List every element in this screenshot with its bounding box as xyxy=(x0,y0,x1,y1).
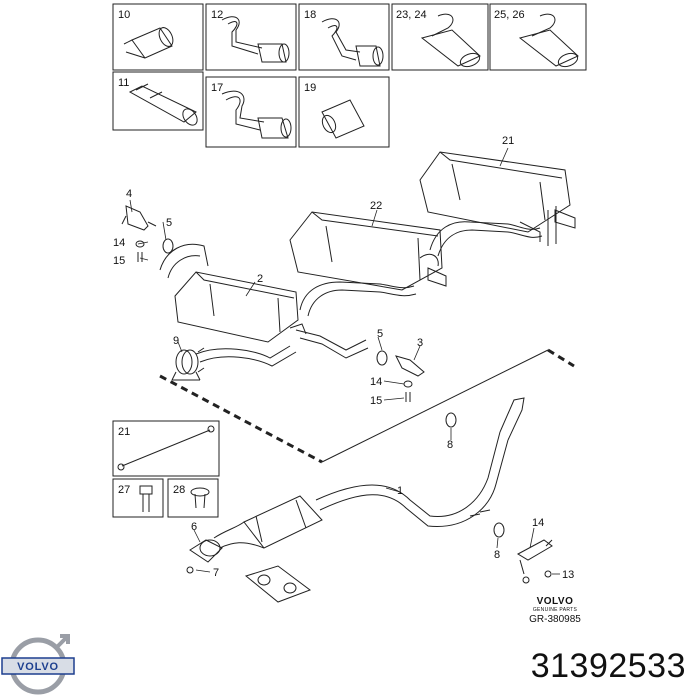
box-label-25-26: 25, 26 xyxy=(494,9,525,21)
callout-2: 2 xyxy=(257,273,263,285)
inset-box-27: 27 xyxy=(112,478,164,518)
callout-5-upper: 5 xyxy=(166,217,172,229)
box-label-10: 10 xyxy=(118,9,130,21)
inset-box-21: 21 xyxy=(112,420,220,477)
inset-box-23-24: 23, 24 xyxy=(391,3,489,71)
inset-box-28: 28 xyxy=(167,478,219,518)
nut-7 xyxy=(186,566,194,574)
inset-box-12: 12 xyxy=(205,3,297,71)
inset-box-25-26: 25, 26 xyxy=(489,3,587,71)
genuine-parts-stamp: VOLVO GENUINE PARTS GR-380985 xyxy=(510,596,600,625)
box-label-11: 11 xyxy=(118,77,129,89)
callout-13: 13 xyxy=(562,569,574,581)
callout-22: 22 xyxy=(370,200,382,212)
callout-4: 4 xyxy=(126,188,132,200)
hanger-bracket-left xyxy=(121,205,174,262)
rear-muffler-21 xyxy=(419,151,576,257)
callout-6: 6 xyxy=(191,521,197,533)
callout-3: 3 xyxy=(417,337,423,349)
inset-box-10: 10 xyxy=(112,3,204,71)
hanger-bracket-right xyxy=(376,350,425,402)
part-number: 31392533 xyxy=(530,647,686,685)
callout-5-lower: 5 xyxy=(377,328,383,340)
callout-labels: 21 22 4 5 14 15 2 9 5 3 14 15 8 1 6 7 14… xyxy=(113,135,574,581)
stamp-code: GR-380985 xyxy=(529,614,581,625)
box-label-21: 21 xyxy=(118,426,130,438)
box-label-18: 18 xyxy=(304,9,316,21)
volvo-logo: VOLVO xyxy=(1,634,75,695)
center-muffler-22 xyxy=(289,211,447,317)
callout-15-middle: 15 xyxy=(370,395,382,407)
inset-box-17: 17 xyxy=(205,76,297,148)
callout-7: 7 xyxy=(213,567,219,579)
inset-box-18: 18 xyxy=(298,3,390,71)
dashed-connector xyxy=(159,348,575,464)
box-label-27: 27 xyxy=(118,484,130,496)
callout-1: 1 xyxy=(397,485,403,497)
stamp-subtitle: GENUINE PARTS xyxy=(532,607,578,613)
box-label-28: 28 xyxy=(173,484,185,496)
thin-connector xyxy=(321,349,549,463)
callout-14-upper: 14 xyxy=(113,237,125,249)
leader-lines xyxy=(129,147,560,575)
callout-8-upper: 8 xyxy=(447,439,453,451)
callout-9: 9 xyxy=(173,335,179,347)
inset-box-19: 19 xyxy=(298,76,390,148)
callout-14-lower: 14 xyxy=(532,517,544,529)
box-label-17: 17 xyxy=(211,82,223,94)
rubber-mount-8-lower xyxy=(493,522,505,538)
box-label-19: 19 xyxy=(304,82,316,94)
inset-box-11: 11 xyxy=(112,71,204,131)
box-label-23-24: 23, 24 xyxy=(396,9,427,21)
rubber-mount-8-upper xyxy=(445,412,457,428)
callout-21: 21 xyxy=(502,135,514,147)
logo-wordmark: VOLVO xyxy=(17,661,59,673)
callout-14-middle: 14 xyxy=(370,376,382,388)
callout-8-lower: 8 xyxy=(494,549,500,561)
front-muffler-2 xyxy=(159,243,369,367)
stamp-brand: VOLVO xyxy=(536,596,574,607)
front-pipe-1 xyxy=(189,397,525,563)
hanger-bracket-lower xyxy=(516,539,553,584)
clamp-9 xyxy=(171,347,205,381)
callout-15-upper: 15 xyxy=(113,255,125,267)
gasket-7 xyxy=(244,565,312,603)
box-label-12: 12 xyxy=(211,9,223,21)
